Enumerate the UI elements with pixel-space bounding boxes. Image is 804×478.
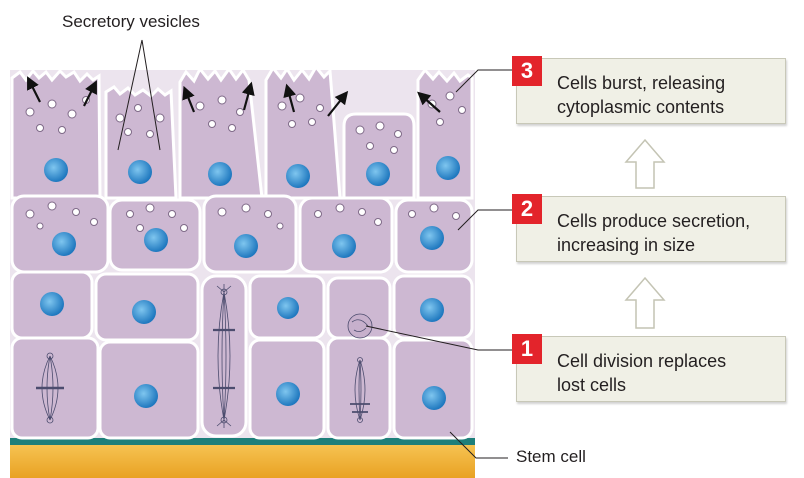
- nucleus: [420, 226, 444, 250]
- secretory-vesicles-label: Secretory vesicles: [62, 12, 200, 32]
- nucleus: [132, 300, 156, 324]
- nucleus: [134, 384, 158, 408]
- nucleus: [234, 234, 258, 258]
- step-1-line-2: lost cells: [557, 375, 626, 395]
- step-3-line-2: cytoplasmic contents: [557, 97, 724, 117]
- step-2-box: Cells produce secretion, increasing in s…: [516, 196, 786, 262]
- up-arrow-2-to-3: [626, 140, 664, 188]
- step-1-number: 1: [512, 334, 542, 364]
- nucleus: [208, 162, 232, 186]
- step-2-text: Cells produce secretion, increasing in s…: [557, 209, 750, 257]
- nucleus: [276, 382, 300, 406]
- up-arrow-1-to-2: [626, 278, 664, 328]
- step-2-number: 2: [512, 194, 542, 224]
- step-3-text: Cells burst, releasing cytoplasmic conte…: [557, 71, 725, 119]
- stem-cell-label: Stem cell: [516, 447, 586, 467]
- step-3-number: 3: [512, 56, 542, 86]
- step-3-box: Cells burst, releasing cytoplasmic conte…: [516, 58, 786, 124]
- nucleus: [366, 162, 390, 186]
- nucleus: [422, 386, 446, 410]
- step-1-text: Cell division replaces lost cells: [557, 349, 726, 397]
- step-1-box: Cell division replaces lost cells: [516, 336, 786, 402]
- nucleus: [277, 297, 299, 319]
- nucleus: [128, 160, 152, 184]
- nucleus: [52, 232, 76, 256]
- nucleus: [332, 234, 356, 258]
- step-1-line-1: Cell division replaces: [557, 351, 726, 371]
- dividing-cell: [202, 276, 246, 436]
- step-2-line-1: Cells produce secretion,: [557, 211, 750, 231]
- connective-tissue: [10, 444, 475, 478]
- nucleus: [40, 292, 64, 316]
- step-3-line-1: Cells burst, releasing: [557, 73, 725, 93]
- nucleus: [144, 228, 168, 252]
- nucleus: [286, 164, 310, 188]
- nucleus: [44, 158, 68, 182]
- step-2-line-2: increasing in size: [557, 235, 695, 255]
- nucleus: [420, 298, 444, 322]
- nucleus: [436, 156, 460, 180]
